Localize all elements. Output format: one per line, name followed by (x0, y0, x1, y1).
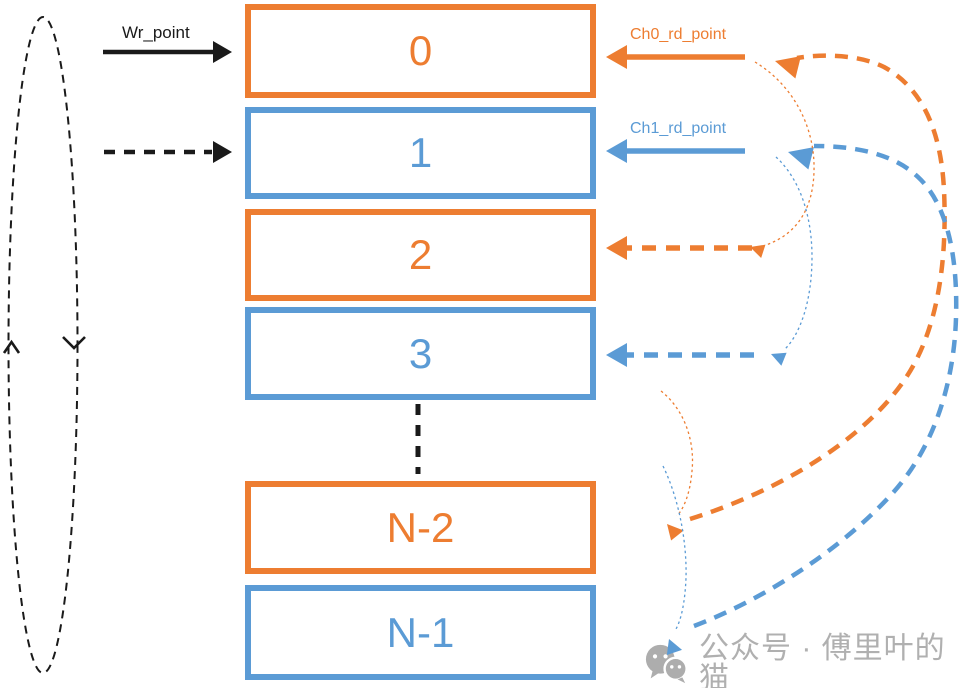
watermark-text: 公众号 · 傅里叶的猫 (698, 632, 946, 688)
ch1-step-curve-1 (771, 156, 813, 366)
ch1-wraparound-curve (693, 143, 959, 629)
buffer-slot-2: 2 (245, 209, 596, 301)
wr-point-next-arrow (104, 141, 232, 163)
slot-label-n-2: N-2 (386, 503, 455, 551)
wr-point-arrow (103, 41, 232, 63)
watermark: 公众号 · 傅里叶的猫 (644, 634, 965, 688)
ch0-rd-point-arrow (606, 45, 745, 69)
ch1-rd-point-next-arrow (606, 343, 754, 367)
slot-label-1: 1 (408, 129, 433, 176)
buffer-slot-n-2: N-2 (245, 481, 596, 574)
ch1-rd-point-arrow (606, 139, 745, 163)
ch0-rd-point-label: Ch0_rd_point (630, 26, 727, 43)
ch0-wraparound-curve (689, 53, 947, 522)
slot-label-3: 3 (408, 329, 433, 377)
ring-direction-up-icon (2, 339, 21, 354)
slot-label-2: 2 (408, 231, 433, 278)
wr-point-label: Wr_point (122, 23, 190, 42)
ring-direction-down-icon (62, 336, 86, 350)
ch0-rd-point-next-arrow (606, 236, 752, 260)
slot-label-n-1: N-1 (386, 608, 455, 656)
ch1-step-curve-2 (662, 465, 687, 655)
ch0-step-curve-2 (660, 390, 694, 541)
ring-ellipse (7, 16, 79, 674)
ch1-rd-point-label: Ch1_rd_point (630, 120, 727, 137)
buffer-slot-0: 0 (245, 4, 596, 98)
buffer-slot-3: 3 (245, 307, 596, 400)
buffer-slot-1: 1 (245, 107, 596, 199)
buffer-slot-n-1: N-1 (245, 585, 596, 680)
ch0-step-curve-1 (750, 61, 815, 258)
slot-label-0: 0 (408, 27, 433, 74)
